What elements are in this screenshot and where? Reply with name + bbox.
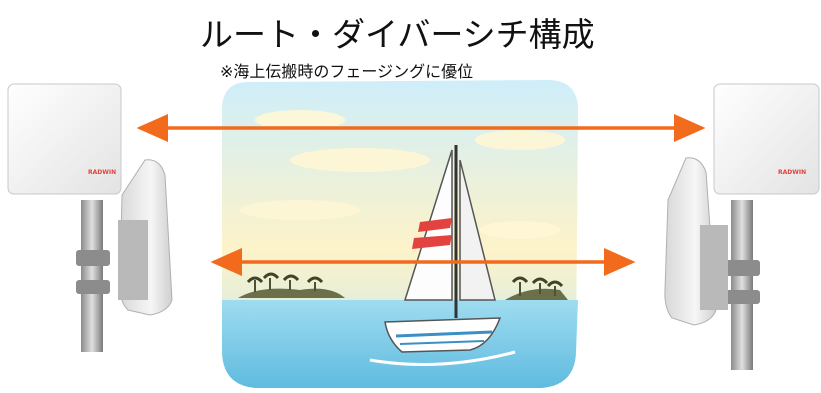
diagram-title: ルート・ダイバーシチ構成 [200,15,595,54]
right-antenna-site: RADWIN [664,83,820,370]
left-antenna-brand: RADWIN [88,169,116,176]
right-second-radio [664,157,728,326]
left-radwin-antenna: RADWIN [7,83,122,195]
right-mast-pole [731,200,753,370]
diagram-subtitle: ※海上伝搬時のフェージングに優位 [220,62,474,81]
right-clamp-bracket [726,260,760,276]
left-antenna-site: RADWIN [7,83,173,352]
right-antenna-brand: RADWIN [778,169,806,176]
seascape-illustration [221,80,579,388]
right-radwin-antenna: RADWIN [713,83,820,195]
left-mast-pole [81,200,103,352]
left-clamp-bracket [76,250,110,266]
left-second-radio [118,159,173,316]
